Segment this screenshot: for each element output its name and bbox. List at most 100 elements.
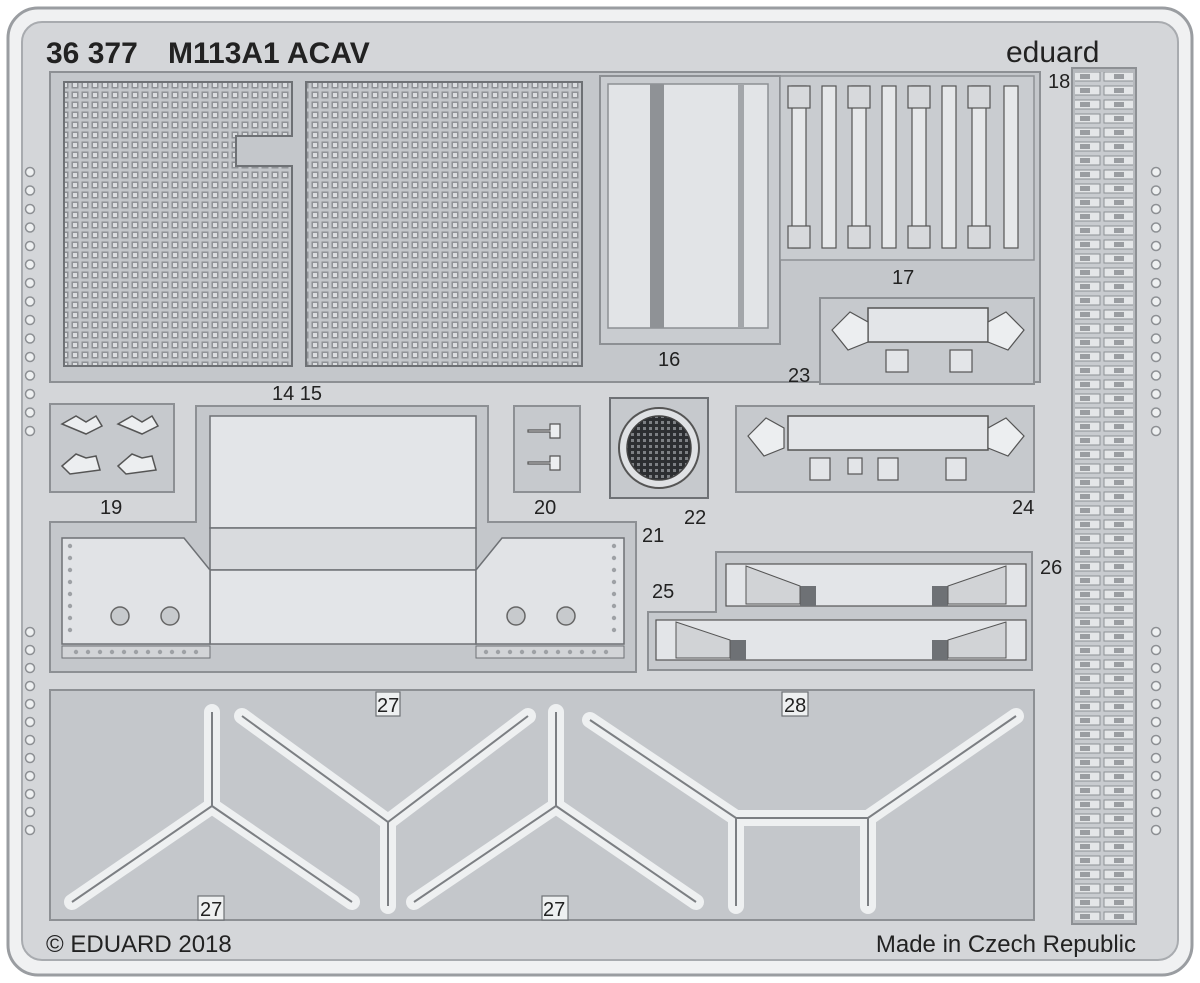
bar-cap [787,85,811,109]
rivet [67,591,73,597]
rivet [67,627,73,633]
bar-strip [911,85,927,249]
copyright-text: © EDUARD 2018 [46,931,232,958]
rivet [611,591,617,597]
attachment-dot [24,277,36,289]
rivet [579,649,585,655]
part-19-hinge-set [49,403,175,493]
part-number-labels: 14 15 16 17 18 19 20 21 22 23 24 25 26 2… [100,71,1070,921]
attachment-dot [24,259,36,270]
attachment-dot [1150,752,1162,764]
attachment-dot [1150,626,1162,638]
part-17-bar-set [779,75,1035,261]
attachment-dot [1150,296,1162,307]
rivet [193,649,199,655]
bar-cap [787,225,811,249]
label-19: 19 [100,497,122,519]
attachment-dot [24,752,36,764]
rivet [97,649,103,655]
part-25-26-rails [647,551,1033,671]
brand-logo: eduard [1006,36,1099,69]
label-24: 24 [1012,497,1034,519]
bar-strip [821,85,837,249]
bar-strip [851,85,867,249]
attachment-dot [1150,698,1162,710]
rivet [495,649,501,655]
attachment-dot [1150,806,1162,818]
label-25: 25 [652,581,674,603]
attachment-dot [1150,351,1162,363]
attachment-dot [1150,240,1162,252]
part-27-28-frames [49,689,1035,921]
attachment-dot [24,806,36,818]
rivet [611,615,617,621]
label-27-bottom-left: 27 [200,899,222,921]
attachment-dot [1150,824,1162,836]
label-21: 21 [642,525,664,547]
attachment-dot [24,680,36,692]
rivet [67,555,73,561]
attachment-dot [1150,370,1162,381]
rivet [67,603,73,609]
attachment-dot [24,296,36,307]
attachment-dot [24,370,36,381]
rivet [555,649,561,655]
bar-cap [907,85,931,109]
label-22: 22 [684,507,706,529]
attachment-dot [1150,277,1162,289]
attachment-dot [24,240,36,252]
attachment-dot [1150,770,1162,782]
attachment-dot [1150,425,1162,437]
rivet [85,649,91,655]
rivet [611,579,617,585]
attachment-dot [24,185,36,196]
label-27-top: 27 [377,695,399,717]
bar-strip [941,85,957,249]
rivet [507,649,513,655]
part-20-clip-set [513,405,581,493]
label-18: 18 [1048,71,1070,93]
part-14-mesh-panel [63,81,293,367]
rivet [67,543,73,549]
attachment-dot [24,203,36,215]
attachment-dot [1150,680,1162,692]
side-attachment-dots [24,166,1162,836]
rivet [611,555,617,561]
bar-strip [881,85,897,249]
rivet [67,615,73,621]
bar-cap [967,225,991,249]
rivet [611,567,617,573]
rivet [121,649,127,655]
attachment-dot [24,388,36,400]
product-code: 36 377 [46,37,138,70]
bar-cap [847,225,871,249]
attachment-dot [24,222,36,233]
attachment-dot [24,734,36,746]
part-14-15-bracket-panel [49,405,637,673]
rivet [181,649,187,655]
attachment-dot [24,770,36,782]
attachment-dot [1150,407,1162,418]
attachment-dot [1150,259,1162,270]
label-26: 26 [1040,557,1062,579]
rivet [611,543,617,549]
rivet [73,649,79,655]
rivet [519,649,525,655]
attachment-dot [1150,388,1162,400]
attachment-dot [24,314,36,326]
rivet [169,649,175,655]
attachment-dot [1150,644,1162,656]
attachment-dot [24,425,36,437]
attachment-dot [1150,185,1162,196]
attachment-dot [24,626,36,638]
part-24-bracket [735,405,1035,493]
bar-strip [791,85,807,249]
rivet [543,649,549,655]
attachment-dot [1150,716,1162,728]
origin-text: Made in Czech Republic [876,931,1136,958]
rivet [145,649,151,655]
rivet [133,649,139,655]
attachment-dot [24,644,36,656]
attachment-dot [24,166,36,178]
